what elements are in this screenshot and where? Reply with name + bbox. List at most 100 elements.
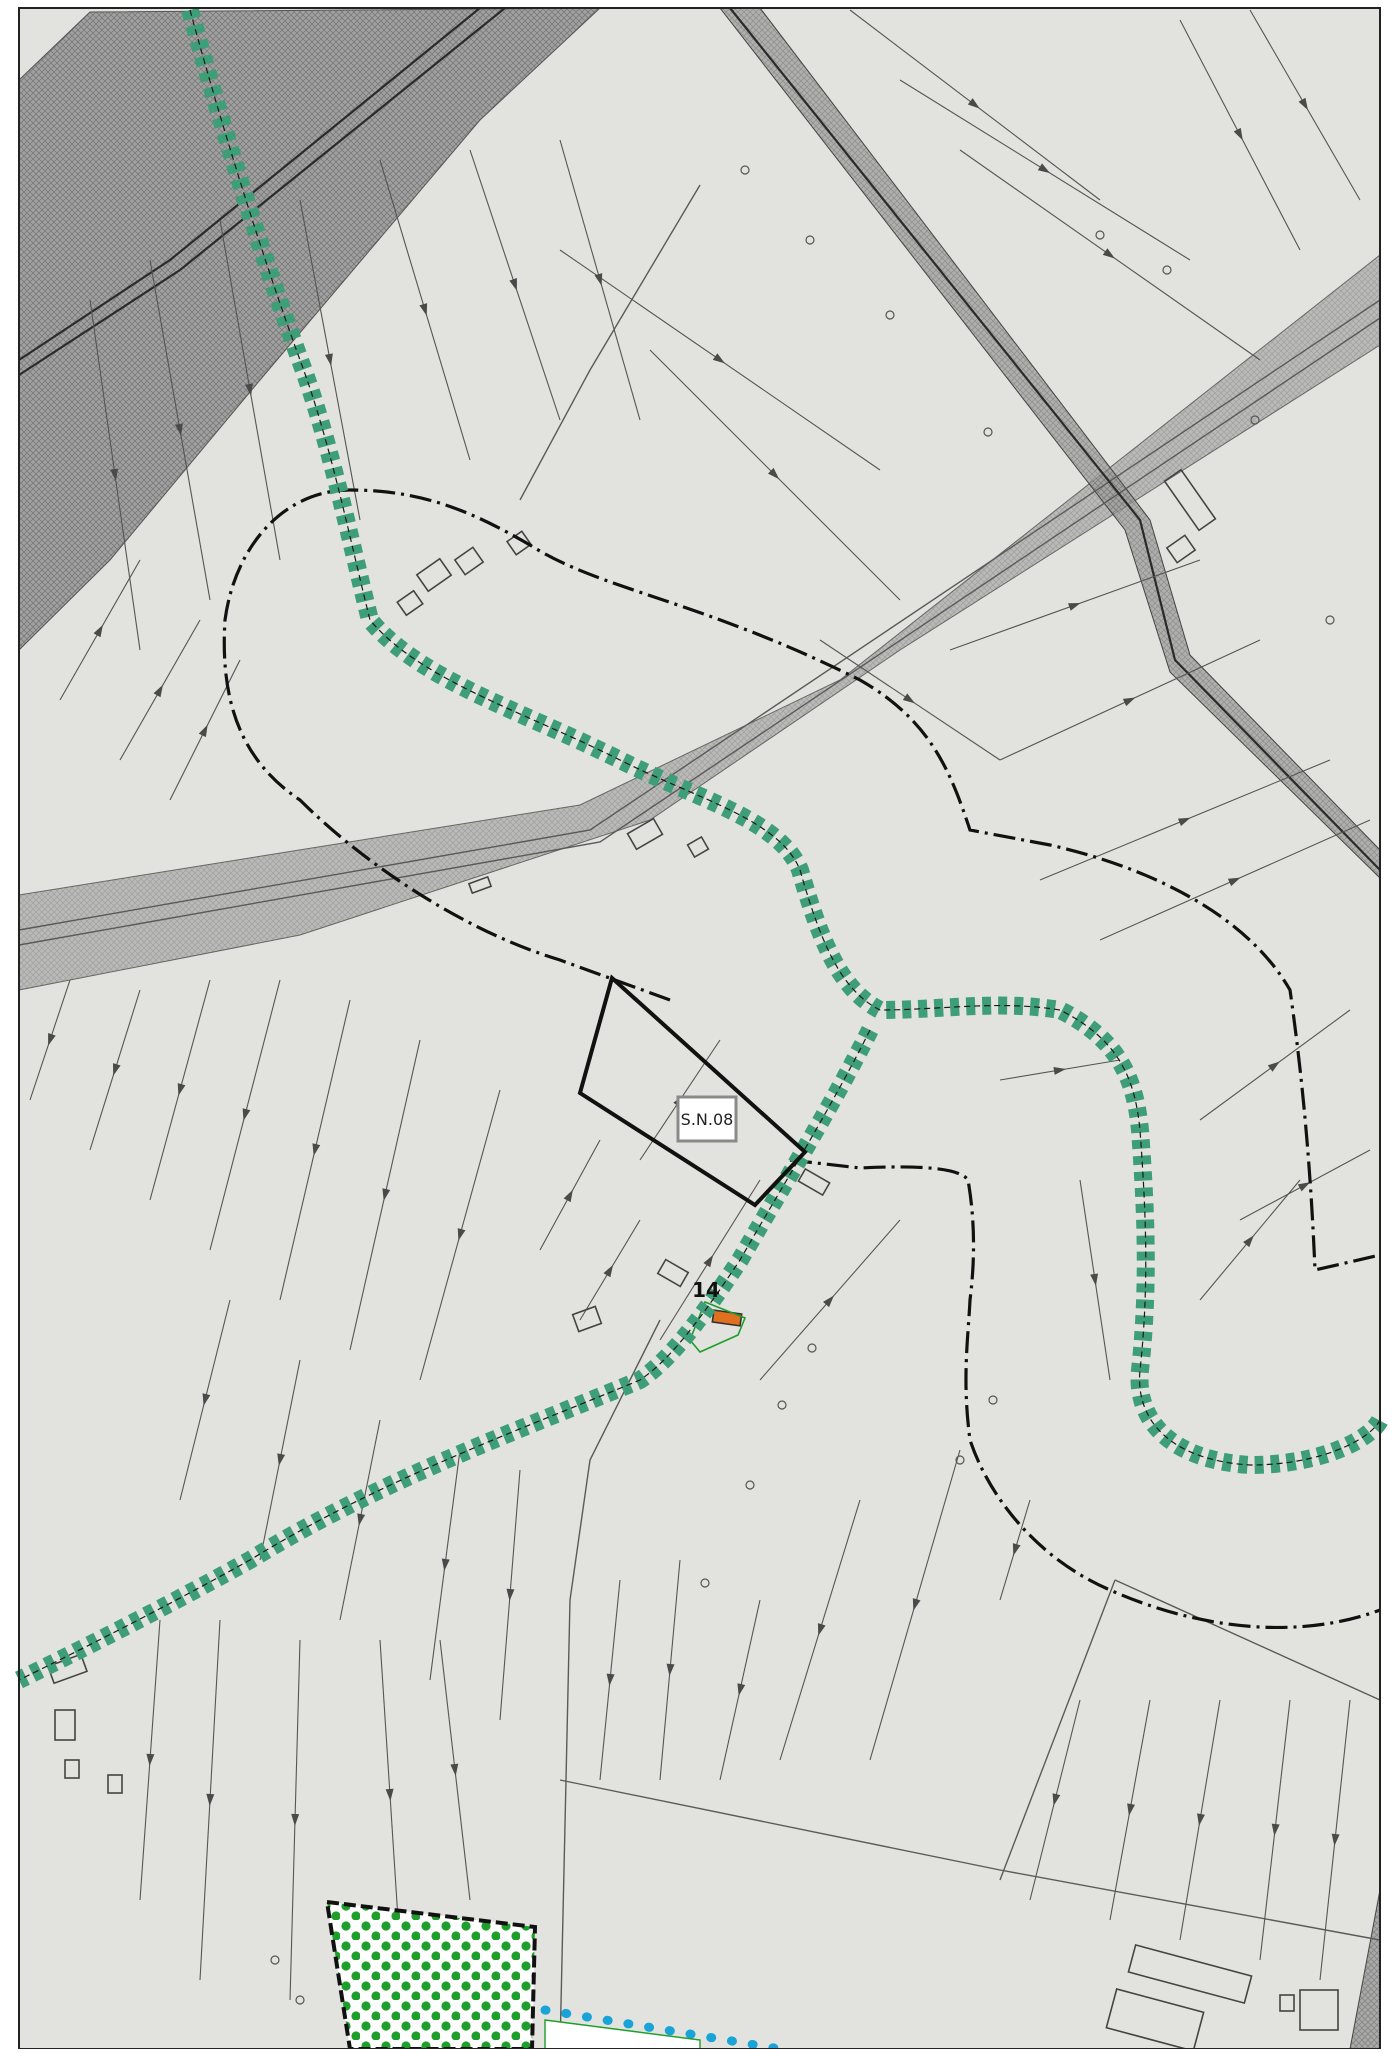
flow-arrow <box>324 353 333 366</box>
local-road-4 <box>999 1579 1116 1881</box>
flow-arrow <box>1053 1067 1066 1075</box>
dash-dot-boundaries <box>222 488 1381 1630</box>
building <box>467 875 493 895</box>
flow-arrow <box>1297 1182 1311 1192</box>
flow-arrow <box>1267 1061 1280 1072</box>
survey-point <box>777 1400 787 1410</box>
flow-arrow <box>1271 1823 1280 1836</box>
survey-point <box>885 310 895 320</box>
building <box>415 557 453 593</box>
building <box>1105 1988 1205 2052</box>
marker-number-label[interactable]: 14 <box>692 1278 720 1302</box>
flow-arrow <box>202 1393 211 1406</box>
flow-arrow <box>1227 877 1241 887</box>
flow-arrow <box>967 98 980 109</box>
flow-arrow <box>1012 1543 1021 1556</box>
flow-arrow <box>666 1663 675 1676</box>
zone-label-box[interactable]: S.N.08 <box>676 1095 738 1143</box>
flow-arrow <box>112 1063 121 1076</box>
survey-point <box>805 235 815 245</box>
building <box>107 1774 123 1794</box>
flow-arrow <box>703 1254 714 1268</box>
survey-point <box>1095 230 1105 240</box>
zone-label: S.N.08 <box>681 1110 734 1129</box>
buildings <box>46 468 1339 2052</box>
railway-northwest <box>18 7 481 361</box>
flow-arrow <box>1052 1793 1061 1806</box>
flow-arrow <box>563 1189 573 1203</box>
survey-point <box>270 1955 280 1965</box>
flow-arrow <box>1090 1273 1099 1286</box>
building <box>797 1167 831 1197</box>
railway-northwest-2 <box>18 7 506 376</box>
flow-arrow <box>737 1683 746 1696</box>
flow-arrow <box>153 684 163 698</box>
zone-sn08-outline[interactable] <box>577 974 808 1208</box>
building <box>453 546 485 576</box>
flow-arrow <box>277 1453 286 1466</box>
building <box>1165 534 1197 564</box>
flow-arrow <box>245 383 253 396</box>
flow-arrow <box>382 1188 391 1201</box>
survey-point <box>983 427 993 437</box>
flow-arrow <box>312 1143 321 1156</box>
survey-point <box>988 1395 998 1405</box>
building <box>686 835 710 859</box>
survey-points <box>270 165 1335 2005</box>
building <box>1279 1994 1295 2012</box>
ecological-corridor-main-core <box>189 9 1381 1466</box>
flow-arrow <box>823 1295 834 1308</box>
flow-arrow <box>603 1264 614 1278</box>
boundary-southeast-loop <box>789 1158 1381 1630</box>
flow-arrow <box>506 1588 515 1601</box>
railway-northeast <box>729 7 1381 871</box>
flow-arrow <box>177 1083 186 1096</box>
ecological-corridors <box>15 7 1389 1689</box>
building <box>64 1759 80 1779</box>
local-road-1 <box>519 184 701 501</box>
flow-arrow <box>712 353 725 364</box>
green-dotted-area[interactable] <box>324 1899 538 2051</box>
survey-point <box>745 1480 755 1490</box>
boundary-west-loop <box>222 488 1381 1272</box>
flow-arrow <box>48 1033 56 1046</box>
building <box>571 1305 603 1333</box>
flow-arrow <box>1197 1813 1205 1826</box>
building <box>1163 468 1217 532</box>
roads <box>18 7 1381 2050</box>
flow-arrow <box>912 1598 921 1611</box>
flow-arrow <box>419 303 428 316</box>
flow-arrow <box>441 1558 450 1571</box>
green-dotted-area-fill <box>324 1899 538 2051</box>
survey-point <box>1325 615 1335 625</box>
flow-arrow <box>902 693 915 704</box>
flow-arrow <box>175 423 183 436</box>
flow-arrow <box>1243 1235 1254 1248</box>
flow-arrow <box>1037 163 1051 174</box>
flow-arrow <box>1127 1803 1136 1816</box>
flow-arrow <box>606 1673 615 1686</box>
flow-arrow <box>242 1108 251 1121</box>
green-parcel-outline <box>689 1300 747 1353</box>
flow-arrow <box>1067 602 1081 611</box>
flow-arrow <box>385 1788 394 1801</box>
ecological-corridor-branch-core <box>18 1029 871 1681</box>
road-diagonal-2 <box>18 317 1381 946</box>
building <box>1127 1943 1253 2005</box>
building <box>54 1709 76 1741</box>
flow-arrow <box>594 273 603 286</box>
flow-arrow <box>291 1813 300 1826</box>
building <box>626 817 664 851</box>
flow-arrow <box>110 468 119 481</box>
local-road-3 <box>559 1779 1381 1941</box>
survey-point <box>1162 265 1172 275</box>
building <box>656 1258 690 1288</box>
flow-arrow <box>1233 127 1243 141</box>
survey-point <box>807 1343 817 1353</box>
flow-arrow <box>457 1228 466 1241</box>
flow-arrow <box>1177 817 1191 826</box>
road-diagonal-1 <box>18 299 1381 931</box>
flow-arrow <box>357 1513 366 1526</box>
